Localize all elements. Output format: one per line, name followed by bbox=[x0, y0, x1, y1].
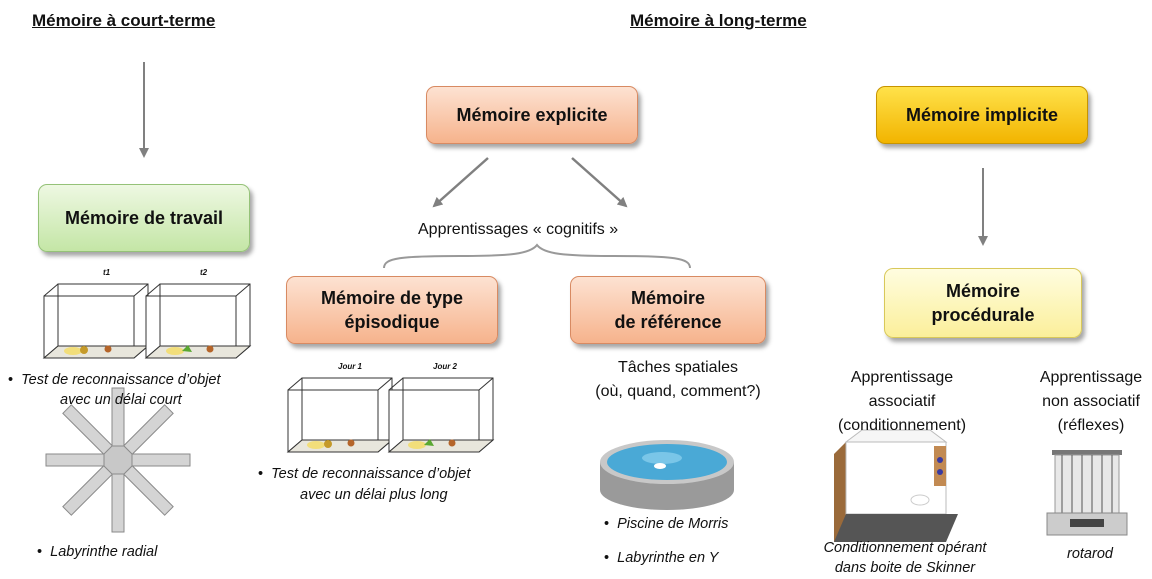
radial-maze-item: • Labyrinthe radial bbox=[37, 544, 158, 560]
radial-maze-label: Labyrinthe radial bbox=[50, 544, 158, 560]
nonassociative-learning-label: Apprentissage non associatif (réflexes) bbox=[1030, 366, 1152, 438]
long-term-header: Mémoire à long-terme bbox=[630, 11, 807, 30]
procedural-memory-label-line1: Mémoire bbox=[945, 280, 1021, 301]
working-memory-box: Mémoire de travail bbox=[38, 184, 250, 252]
cage-icon bbox=[286, 377, 394, 453]
episodic-memory-box: Mémoire de type épisodique bbox=[286, 276, 498, 344]
morris-pool-label: Piscine de Morris bbox=[617, 516, 729, 532]
cage-icon bbox=[42, 283, 150, 359]
short-term-header: Mémoire à court-terme bbox=[32, 11, 216, 30]
long-delay-test-item: • Test de reconnaissance d’objet bbox=[258, 466, 471, 482]
arrow-diagonal-icon bbox=[432, 157, 489, 208]
procedural-memory-label-line2: procédurale bbox=[931, 305, 1035, 325]
explicit-memory-box: Mémoire explicite bbox=[426, 86, 638, 144]
rotarod-icon bbox=[1046, 450, 1128, 536]
nonassociative-learning-line3: (réflexes) bbox=[1057, 417, 1125, 434]
short-delay-test-item: • Test de reconnaissance d’objet bbox=[8, 372, 221, 388]
explicit-memory-label: Mémoire explicite bbox=[456, 104, 608, 125]
mouse-icon bbox=[64, 347, 82, 355]
morris-pool-item: • Piscine de Morris bbox=[604, 516, 729, 532]
associative-learning-line2: associatif bbox=[868, 393, 936, 410]
y-maze-item: • Labyrinthe en Y bbox=[604, 550, 719, 566]
short-delay-test-line1: Test de reconnaissance d’objet bbox=[21, 372, 221, 388]
associative-learning-line3: (conditionnement) bbox=[837, 417, 967, 434]
working-memory-label: Mémoire de travail bbox=[64, 207, 224, 228]
skinner-box-icon bbox=[834, 429, 958, 542]
brace-icon bbox=[383, 243, 691, 269]
spatial-tasks-line1: Tâches spatiales bbox=[617, 359, 739, 376]
t2-label: t2 bbox=[200, 268, 208, 277]
arrow-diagonal-icon bbox=[571, 157, 628, 208]
cognitive-learning-label: Apprentissages « cognitifs » bbox=[418, 221, 619, 238]
reference-memory-label-line2: de référence bbox=[614, 312, 722, 332]
skinner-caption-line1: Conditionnement opérant bbox=[823, 540, 987, 556]
cage-icon bbox=[387, 377, 495, 453]
skinner-caption: Conditionnement opérant dans boite de Sk… bbox=[816, 538, 994, 579]
reference-memory-box: Mémoire de référence bbox=[570, 276, 766, 344]
associative-learning-label: Apprentissage associatif (conditionnemen… bbox=[832, 366, 972, 438]
associative-learning-line1: Apprentissage bbox=[850, 369, 954, 386]
mouse-icon bbox=[166, 347, 184, 355]
cage-icon bbox=[144, 283, 252, 359]
mouse-icon bbox=[408, 441, 426, 449]
episodic-memory-label-line2: épisodique bbox=[344, 312, 440, 332]
short-delay-test-line2: avec un délai court bbox=[60, 392, 182, 408]
y-maze-label: Labyrinthe en Y bbox=[617, 550, 719, 566]
procedural-memory-box: Mémoire procédurale bbox=[884, 268, 1082, 338]
mouse-icon bbox=[307, 441, 325, 449]
radial-maze-icon bbox=[45, 387, 191, 533]
nonassociative-learning-line2: non associatif bbox=[1042, 393, 1140, 410]
spatial-tasks-line2: (où, quand, comment?) bbox=[595, 383, 761, 400]
implicit-memory-box: Mémoire implicite bbox=[876, 86, 1088, 144]
spatial-tasks-label: Tâches spatiales (où, quand, comment?) bbox=[576, 356, 780, 404]
long-delay-test-line2: avec un délai plus long bbox=[300, 487, 448, 503]
day2-label: Jour 2 bbox=[433, 362, 458, 371]
reference-memory-label-line1: Mémoire bbox=[630, 287, 706, 308]
day1-label: Jour 1 bbox=[338, 362, 363, 371]
nonassociative-learning-line1: Apprentissage bbox=[1039, 369, 1143, 386]
long-delay-test-line1: Test de reconnaissance d’objet bbox=[271, 466, 471, 482]
t1-label: t1 bbox=[103, 268, 111, 277]
skinner-caption-line2: dans boite de Skinner bbox=[834, 560, 976, 577]
implicit-memory-label: Mémoire implicite bbox=[905, 104, 1059, 125]
episodic-memory-label-line1: Mémoire de type bbox=[320, 287, 464, 308]
rotarod-caption: rotarod bbox=[1067, 546, 1113, 562]
water-maze-icon bbox=[600, 440, 734, 510]
